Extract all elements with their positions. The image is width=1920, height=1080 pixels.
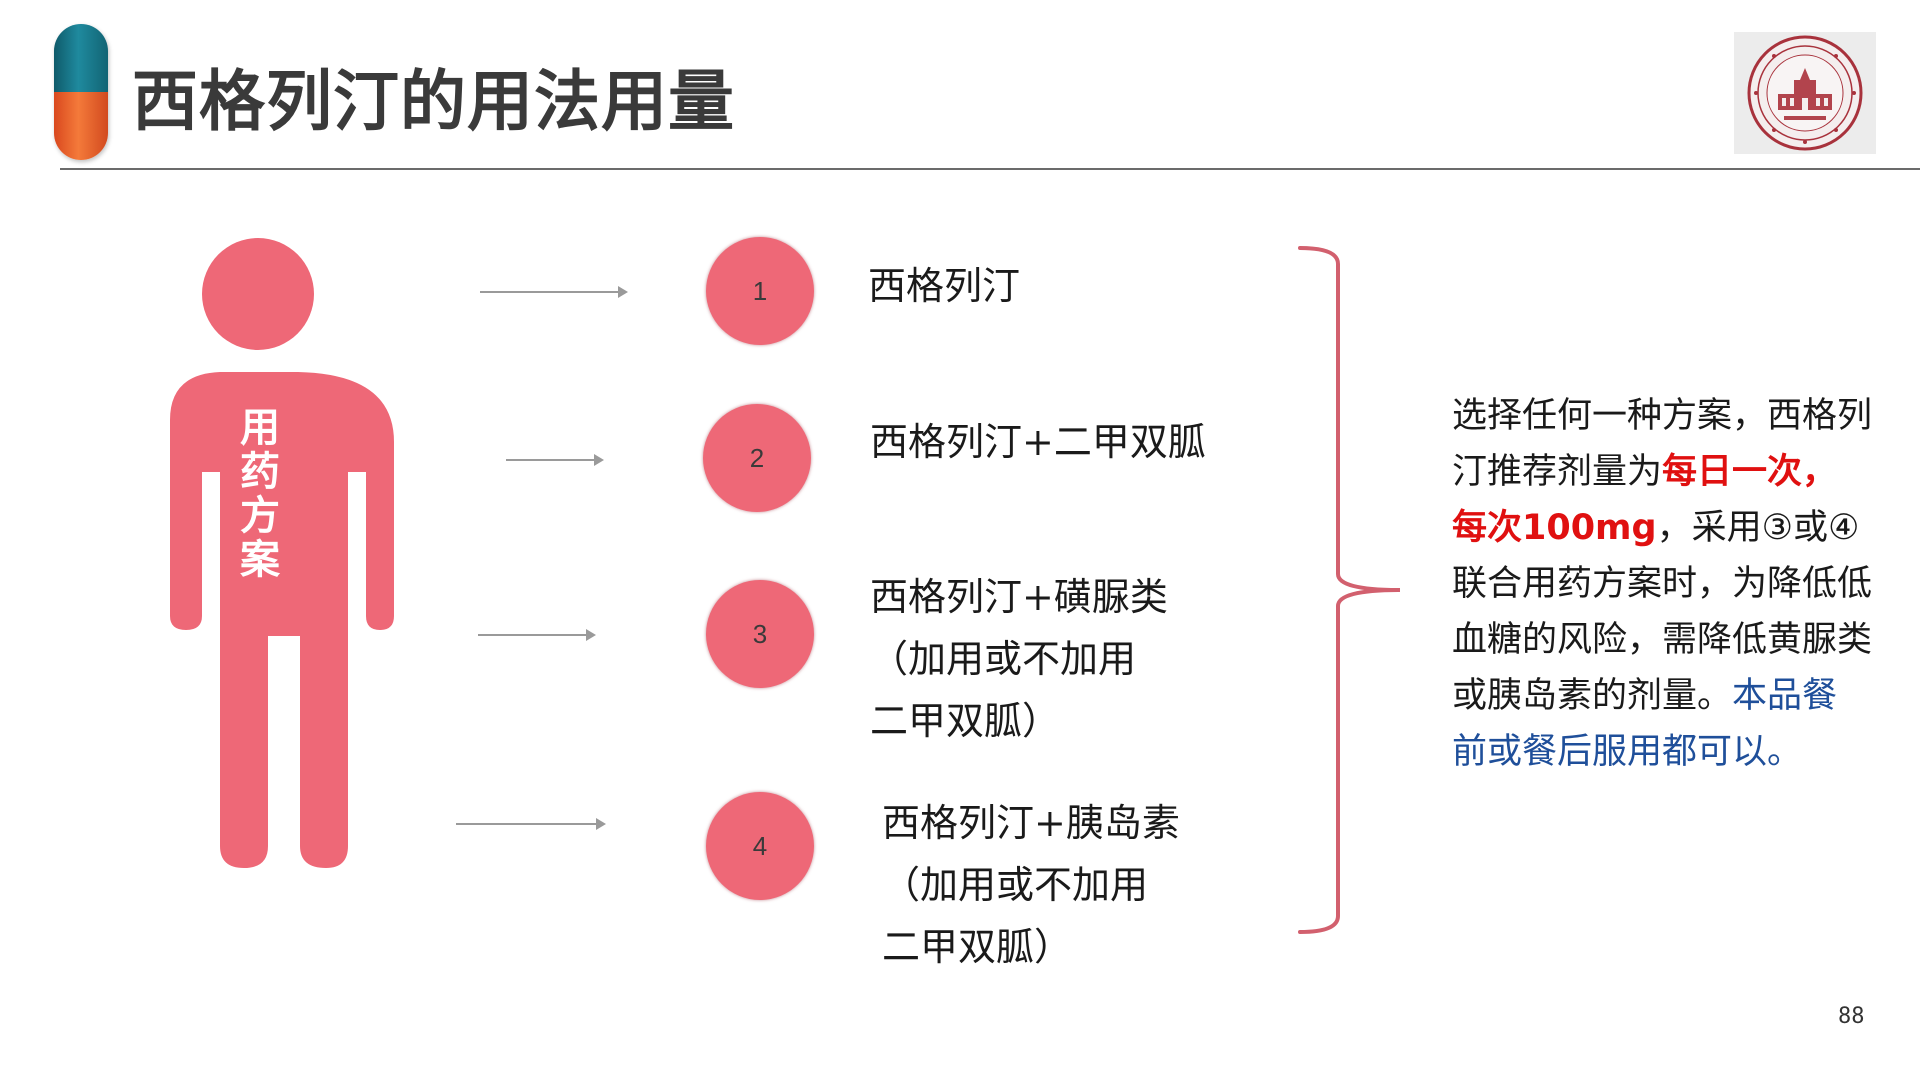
option-2-text: 西格列汀+二甲双胍 — [870, 411, 1206, 473]
arrow-3 — [478, 629, 596, 641]
option-3-text: 西格列汀+磺脲类 （加用或不加用 二甲双胍） — [870, 566, 1168, 752]
header-divider — [60, 168, 1920, 170]
person-figure-icon — [110, 232, 410, 872]
option-4-line-2: （加用或不加用 — [882, 863, 1149, 907]
page-number: 88 — [1838, 1004, 1865, 1029]
option-4-line-1: 西格列汀+胰岛素 — [882, 801, 1180, 845]
option-1-text: 西格列汀 — [868, 255, 1020, 317]
option-4-text: 西格列汀+胰岛素 （加用或不加用 二甲双胍） — [882, 792, 1180, 978]
note-text-2: ，采用③或④联合用药方案时，为降低低血糖的风险，需降低黄脲类或胰岛素的剂量。 — [1452, 508, 1873, 716]
note-text-1: 选择任何一种方案，西格列汀推荐剂量为 — [1452, 396, 1873, 492]
hospital-seal-logo — [1734, 32, 1876, 154]
option-3-circle: 3 — [706, 580, 814, 688]
option-3-line-3: 二甲双胍） — [870, 699, 1061, 743]
option-3-line-1: 西格列汀+磺脲类 — [870, 575, 1168, 619]
option-3-line-2: （加用或不加用 — [870, 637, 1137, 681]
dosage-note: 选择任何一种方案，西格列汀推荐剂量为每日一次，每次100mg，采用③或④联合用药… — [1452, 388, 1872, 780]
option-2-circle: 2 — [703, 404, 811, 512]
page-title: 西格列汀的用法用量 — [132, 63, 735, 140]
arrow-4 — [456, 818, 606, 830]
capsule-icon — [54, 24, 108, 160]
arrow-2 — [506, 454, 604, 466]
option-1-circle: 1 — [706, 237, 814, 345]
note-highlight-timing: 本品餐前或餐后服用都可以。 — [1452, 676, 1838, 772]
arrow-1 — [480, 286, 628, 298]
option-4-circle: 4 — [706, 792, 814, 900]
option-1-line-1: 西格列汀 — [868, 264, 1021, 308]
note-highlight-dose: 每日一次，每次100mg — [1452, 452, 1838, 548]
option-4-line-3: 二甲双胍） — [882, 925, 1073, 969]
figure-label: 用 药 方 案 — [240, 405, 280, 583]
option-2-line-1: 西格列汀+二甲双胍 — [870, 420, 1206, 464]
right-brace — [1290, 244, 1410, 936]
